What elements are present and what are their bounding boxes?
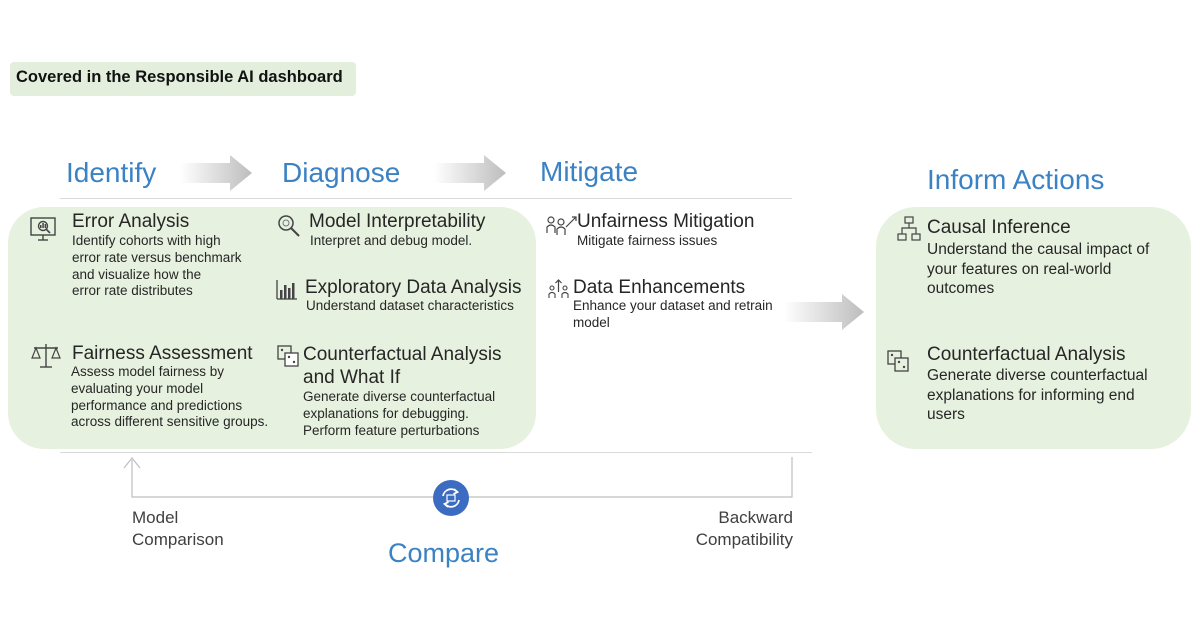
- model-comparison-label: Model Comparison: [132, 508, 224, 549]
- scales-icon: [31, 344, 61, 368]
- stage-divider-line: [60, 198, 792, 199]
- unfairness-mitigation-description: Mitigate fairness issues: [577, 233, 718, 248]
- counterfactual-inform-title: Counterfactual Analysis: [927, 344, 1126, 365]
- error-analysis-icon: [30, 217, 56, 241]
- legend-box: [10, 62, 356, 96]
- counterfactual-inform-description: Generate diverse counterfactual explanat…: [927, 367, 1148, 423]
- eda-description: Understand dataset characteristics: [306, 298, 514, 313]
- bottom-divider-line: [60, 452, 812, 453]
- stage-diagnose: Diagnose: [282, 157, 401, 188]
- data-enhancements-title: Data Enhancements: [573, 277, 746, 298]
- magnifier-icon: [278, 215, 300, 237]
- causal-inference-title: Causal Inference: [927, 217, 1071, 238]
- compare-title: Compare: [388, 538, 500, 568]
- flow-arrow-icon: [180, 155, 252, 191]
- counterfactual-diagnose-description: Generate diverse counterfactual explanat…: [303, 389, 496, 438]
- fairness-assessment-title: Fairness Assessment: [72, 343, 253, 364]
- causal-inference-description: Understand the causal impact of your fea…: [927, 241, 1150, 297]
- stage-mitigate: Mitigate: [540, 156, 639, 187]
- inform-actions-panel: [876, 207, 1191, 449]
- unfairness-mitigation-title: Unfairness Mitigation: [577, 211, 755, 232]
- model-interpretability-description: Interpret and debug model.: [310, 233, 473, 248]
- eda-title: Exploratory Data Analysis: [305, 277, 522, 298]
- hierarchy-icon: [897, 216, 921, 241]
- flow-arrow-icon: [784, 294, 864, 330]
- stage-identify: Identify: [66, 157, 157, 188]
- backward-compatibility-label: Backward Compatibility: [695, 508, 793, 549]
- legend-label: Covered in the Responsible AI dashboard: [16, 68, 343, 86]
- fairness-assessment-description: Assess model fairness by evaluating your…: [71, 364, 269, 430]
- model-interpretability-title: Model Interpretability: [309, 211, 486, 232]
- error-analysis-description: Identify cohorts with high error rate ve…: [72, 233, 242, 299]
- people-scale-icon: [546, 216, 577, 235]
- error-analysis-title: Error Analysis: [72, 211, 190, 232]
- flow-arrow-icon: [434, 155, 506, 191]
- counterfactual-diagnose-title: Counterfactual Analysis and What If: [303, 344, 502, 388]
- stage-inform-actions: Inform Actions: [927, 164, 1105, 195]
- data-enhance-icon: [548, 279, 569, 298]
- bar-chart-icon: [276, 280, 297, 300]
- dice-icon: [277, 345, 299, 367]
- data-enhancements-description: Enhance your dataset and retrain model: [573, 298, 773, 330]
- dice-icon: [887, 350, 909, 372]
- dashboard-coverage-panel: [8, 207, 536, 449]
- compare-icon: [433, 480, 469, 516]
